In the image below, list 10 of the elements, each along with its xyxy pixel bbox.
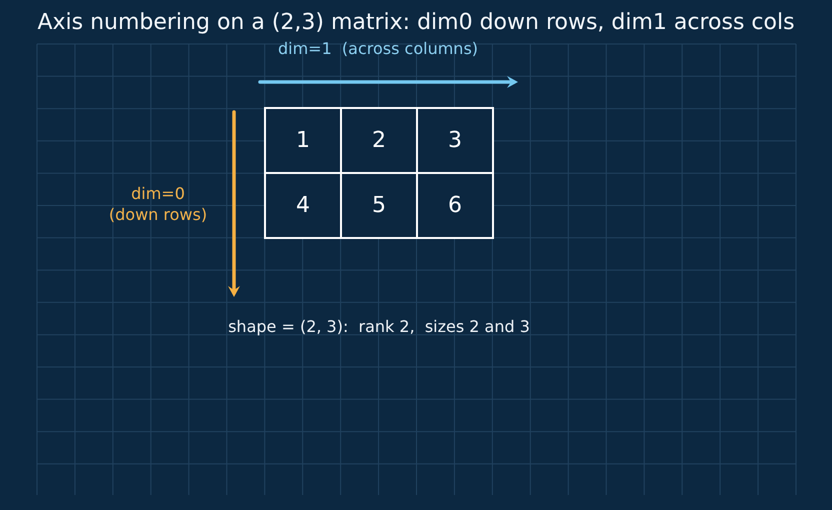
matrix-cell: 1 — [264, 107, 342, 174]
matrix-cell: 2 — [340, 107, 418, 174]
matrix-cell: 3 — [416, 107, 494, 174]
title: Axis numbering on a (2,3) matrix: dim0 down rows, dim1 across cols — [36, 9, 796, 37]
axis-label: dim=0 (down rows) — [108, 184, 208, 226]
axis-label: dim=1 (across columns) — [278, 39, 478, 60]
shape-note: shape = (2, 3): rank 2, sizes 2 and 3 — [228, 317, 530, 338]
matrix-cell: 6 — [416, 172, 494, 239]
matrix-cell: 4 — [264, 172, 342, 239]
matrix-cell: 5 — [340, 172, 418, 239]
